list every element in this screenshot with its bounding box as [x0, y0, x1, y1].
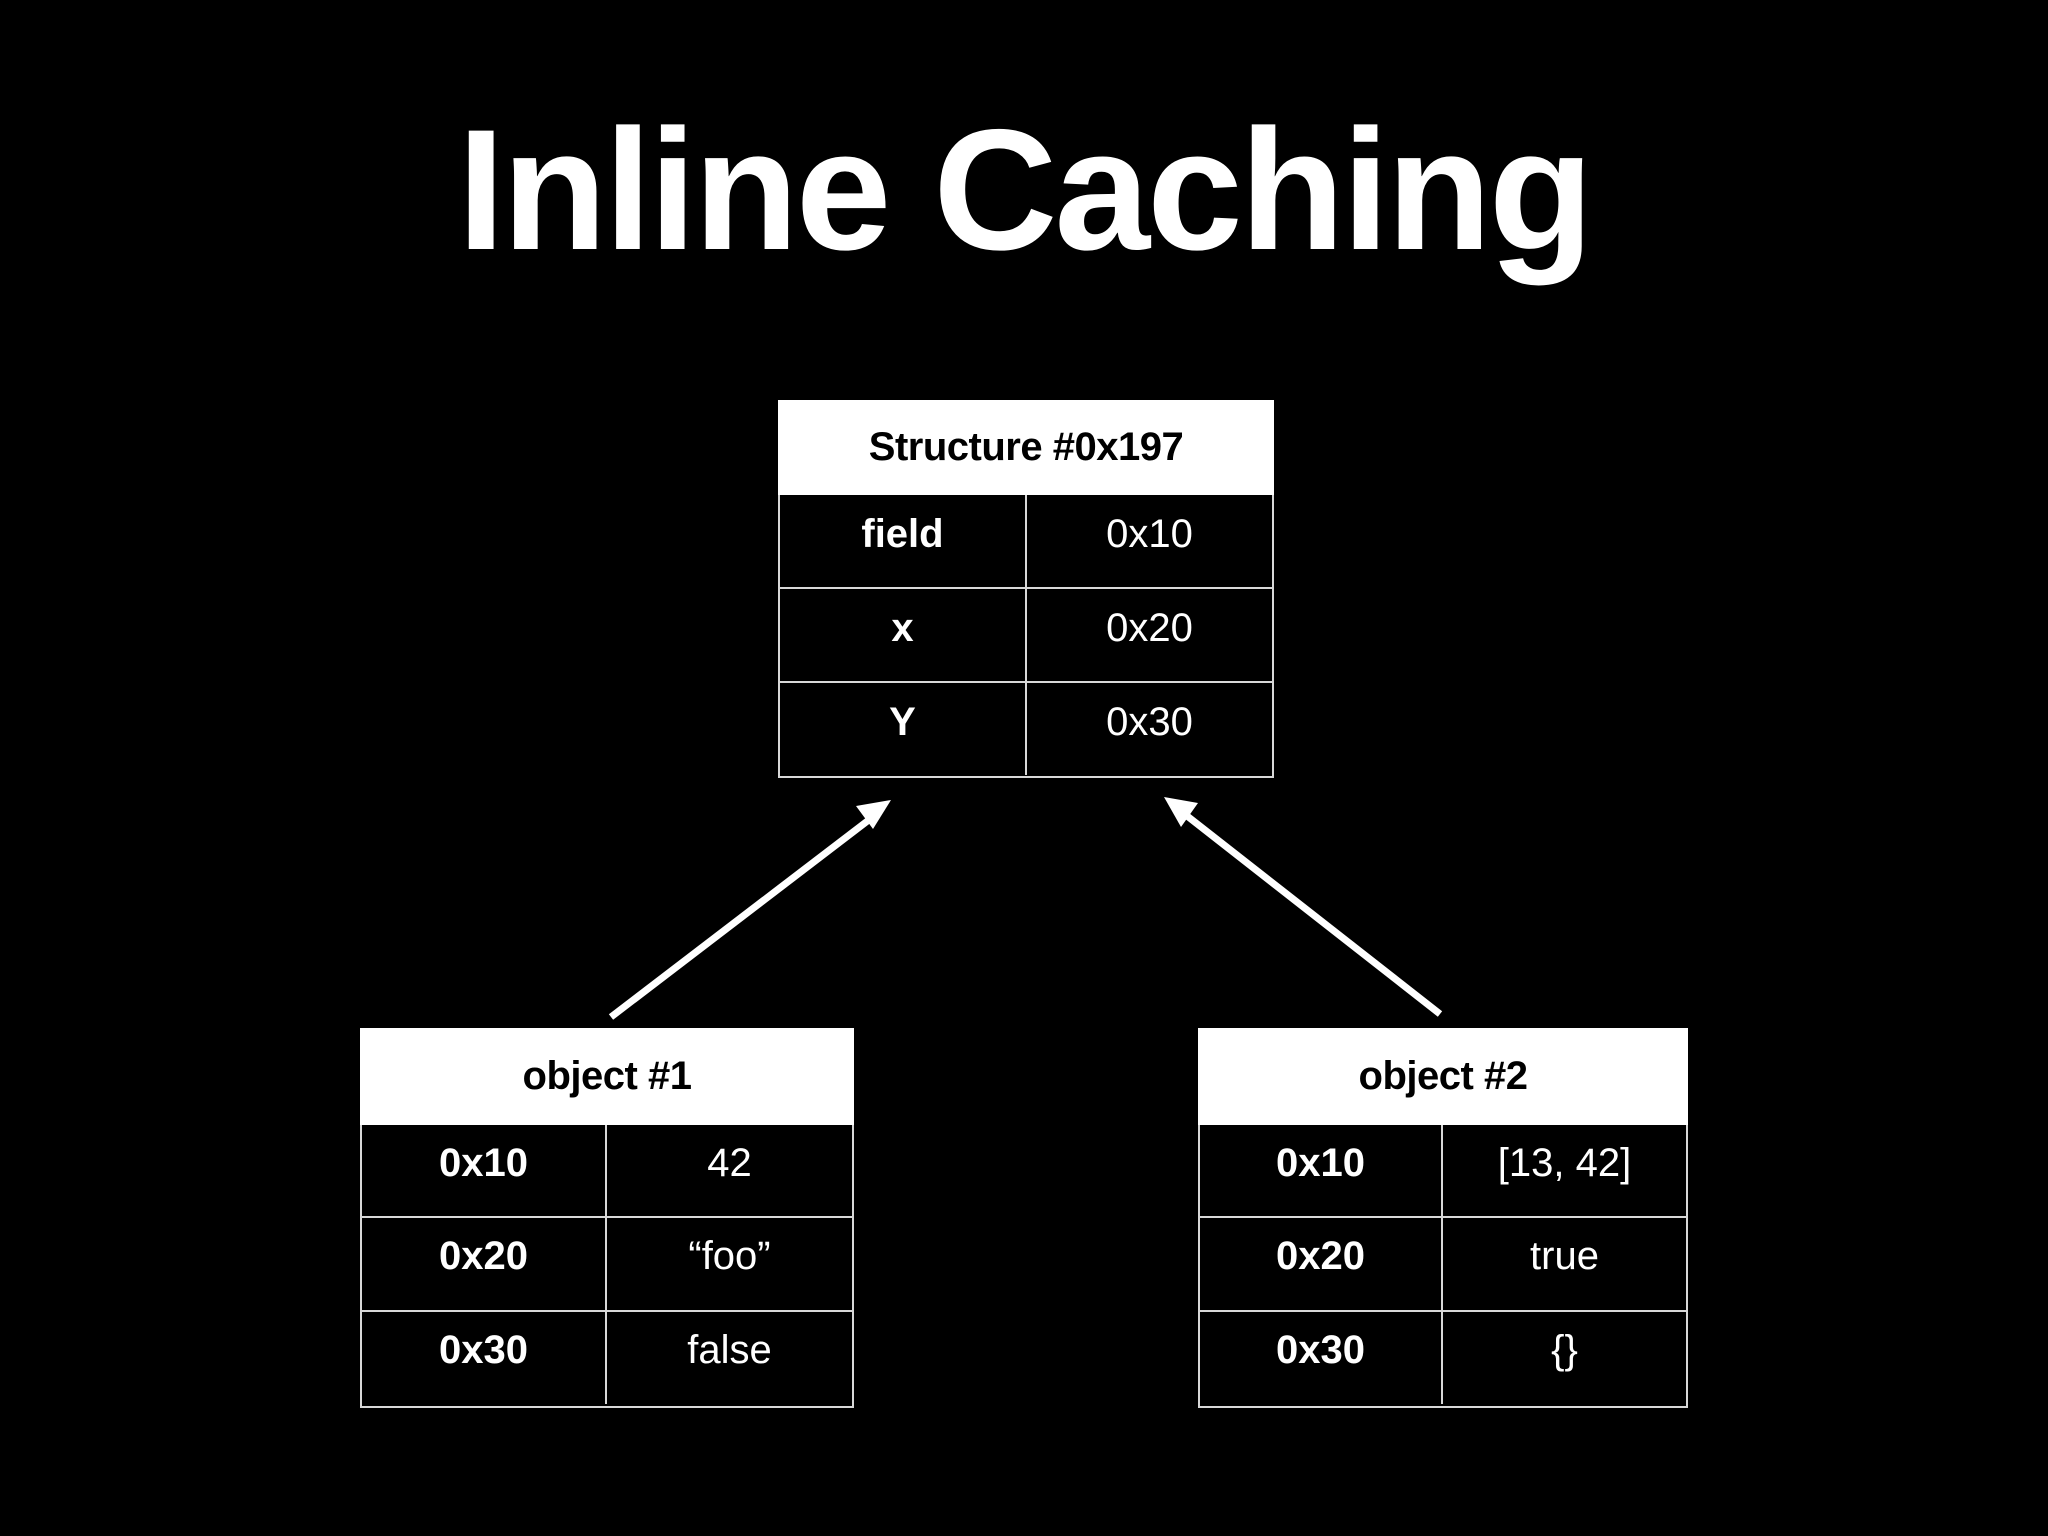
table-row: 0x10 42	[362, 1125, 852, 1216]
object1-slot-offset: 0x20	[362, 1218, 607, 1310]
structure-field-name: x	[780, 589, 1027, 681]
table-row: 0x20 “foo”	[362, 1216, 852, 1310]
table-row: field 0x10	[780, 495, 1272, 587]
structure-field-name: field	[780, 495, 1027, 587]
table-row: x 0x20	[780, 587, 1272, 681]
object1-slot-value: “foo”	[688, 1234, 771, 1278]
object1-slot-value: 42	[707, 1141, 752, 1185]
object2-slot-value: [13, 42]	[1497, 1141, 1632, 1185]
arrow-shaft-icon	[608, 813, 877, 1020]
object1-table-card: object #1 0x10 42 0x20 “foo” 0x30 false	[360, 1028, 854, 1408]
table-row: 0x20 true	[1200, 1216, 1686, 1310]
arrow-head-icon	[1164, 797, 1198, 827]
structure-table-body: field 0x10 x 0x20 Y 0x30	[778, 495, 1274, 778]
arrow-object2-to-structure	[1164, 797, 1443, 1017]
arrow-shaft-icon	[1179, 809, 1443, 1017]
arrow-head-icon	[856, 800, 891, 829]
table-row: 0x30 {}	[1200, 1310, 1686, 1404]
table-row: 0x10 [13, 42]	[1200, 1125, 1686, 1216]
table-row: 0x30 false	[362, 1310, 852, 1404]
object2-table-body: 0x10 [13, 42] 0x20 true 0x30 {}	[1198, 1125, 1688, 1408]
object1-slot-offset: 0x30	[362, 1312, 607, 1404]
object2-slot-value: true	[1530, 1234, 1599, 1278]
structure-table-header: Structure #0x197	[778, 400, 1274, 495]
object1-table-header: object #1	[360, 1028, 854, 1125]
object2-slot-offset: 0x20	[1200, 1218, 1443, 1310]
structure-field-offset: 0x10	[1106, 512, 1193, 556]
table-row: Y 0x30	[780, 681, 1272, 775]
page-title: Inline Caching	[457, 94, 1593, 286]
object2-table-card: object #2 0x10 [13, 42] 0x20 true 0x30 {…	[1198, 1028, 1688, 1408]
structure-field-offset: 0x20	[1106, 606, 1193, 650]
object1-slot-offset: 0x10	[362, 1125, 607, 1216]
object2-slot-offset: 0x30	[1200, 1312, 1443, 1404]
object2-slot-offset: 0x10	[1200, 1125, 1443, 1216]
structure-table-card: Structure #0x197 field 0x10 x 0x20 Y 0x3…	[778, 400, 1274, 778]
object2-table-header: object #2	[1198, 1028, 1688, 1125]
object1-table-body: 0x10 42 0x20 “foo” 0x30 false	[360, 1125, 854, 1408]
structure-field-name: Y	[780, 683, 1027, 775]
structure-field-offset: 0x30	[1106, 700, 1193, 744]
object2-slot-value: {}	[1551, 1328, 1578, 1372]
arrow-object1-to-structure	[608, 800, 891, 1020]
object1-slot-value: false	[687, 1328, 772, 1372]
